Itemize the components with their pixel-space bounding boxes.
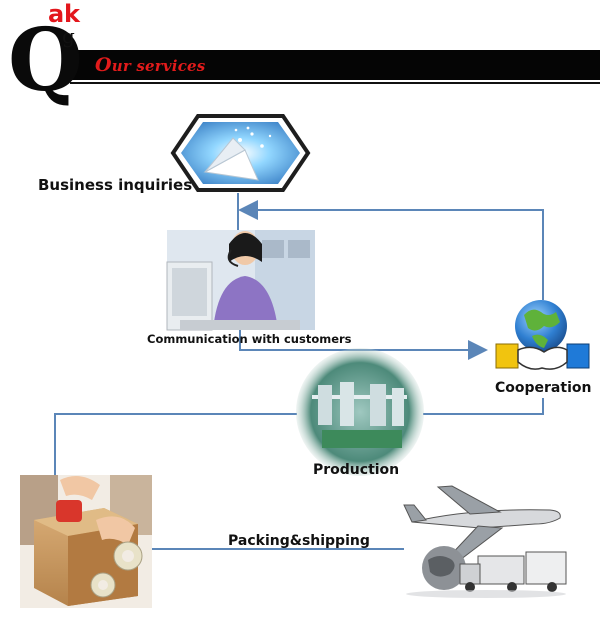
- packing-box-photo: [20, 475, 152, 608]
- shipping-airplane-truck-icon: [403, 485, 567, 598]
- connector-communication-to-cooperation: [239, 330, 488, 360]
- logo-letter-a: a: [48, 0, 65, 28]
- page-title: Our services: [95, 54, 206, 76]
- connector-production-to-packing: [54, 413, 297, 476]
- email-envelope-icon: [170, 114, 311, 192]
- logo-letter-g: g: [62, 24, 75, 48]
- connector-cooperation-to-production: [423, 398, 544, 415]
- step-packing-shipping-label: Packing&shipping: [228, 533, 370, 549]
- customer-service-photo: [166, 230, 315, 331]
- handshake-globe-icon: [495, 300, 590, 370]
- connector-cooperation-to-business: [238, 200, 544, 300]
- production-factory-photo: [296, 348, 424, 476]
- connector-lines: [54, 193, 544, 550]
- header-underline: [70, 82, 600, 84]
- step-production-label: Production: [313, 462, 400, 478]
- logo-letter-q: Q: [8, 10, 83, 111]
- header-bar: [70, 50, 600, 80]
- step-communication-label: Communication with customers: [147, 332, 352, 346]
- step-business-inquiries-label: Business inquiries: [38, 176, 193, 194]
- logo-letter-k: k: [64, 0, 80, 28]
- step-cooperation-label: Cooperation: [495, 380, 592, 396]
